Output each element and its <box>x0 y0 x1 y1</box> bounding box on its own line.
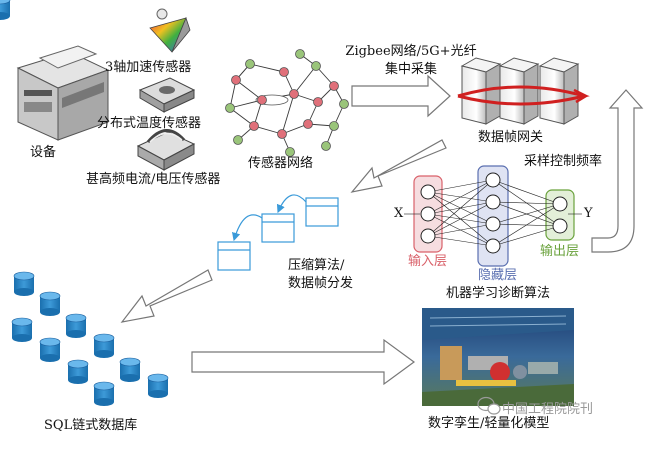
label-sensor-network: 传感器网络 <box>248 156 314 171</box>
hf-sensor-clamp-icon <box>136 129 196 171</box>
label-transport-line2: 集中采集 <box>384 62 437 77</box>
label-nn-input-var: X <box>394 206 404 221</box>
label-ml-algorithm: 机器学习诊断算法 <box>446 286 551 301</box>
sql-database-cylinders <box>0 0 169 407</box>
accel-sensor-prism-icon <box>149 8 191 53</box>
arrow-network-to-gateway <box>351 74 451 118</box>
label-transport-line1: Zigbee网络/5G+光纤 <box>345 44 477 59</box>
label-sql-db: SQL链式数据库 <box>44 418 138 433</box>
watermark-text: 中国工程院院刊 <box>502 402 594 417</box>
arrow-gateway-to-compression <box>350 139 447 193</box>
compression-frames <box>217 194 339 271</box>
arrow-compression-to-db <box>120 269 213 323</box>
label-accel-sensor: 3轴加速传感器 <box>105 60 192 75</box>
label-sampling-control: 采样控制频率 <box>524 154 603 169</box>
label-compression-line2: 数据帧分发 <box>288 276 354 291</box>
label-temp-sensor: 分布式温度传感器 <box>97 116 202 131</box>
label-compression-line1: 压缩算法/ <box>288 258 345 273</box>
device-printer-machine-icon <box>16 45 110 141</box>
temp-sensor-icon <box>138 77 196 113</box>
arrow-feedback-sampling <box>591 89 644 253</box>
watermark-wechat-icon <box>477 396 501 415</box>
gateway-server-rack-icon <box>457 57 590 125</box>
label-digital-twin: 数字孪生/轻量化模型 <box>428 416 550 431</box>
label-hidden-layer: 隐藏层 <box>478 268 518 283</box>
label-hf-sensor: 甚高频电流/电压传感器 <box>86 172 221 187</box>
label-input-layer: 输入层 <box>408 254 448 269</box>
label-device: 设备 <box>30 145 57 160</box>
label-nn-output-var: Y <box>584 206 593 221</box>
label-gateway: 数据帧网关 <box>478 130 544 145</box>
digital-twin-model-image <box>422 308 574 406</box>
arrow-db-to-twin <box>191 338 416 386</box>
neural-network <box>404 165 582 267</box>
label-output-layer: 输出层 <box>540 244 580 259</box>
sensor-network-nodes <box>225 49 349 157</box>
